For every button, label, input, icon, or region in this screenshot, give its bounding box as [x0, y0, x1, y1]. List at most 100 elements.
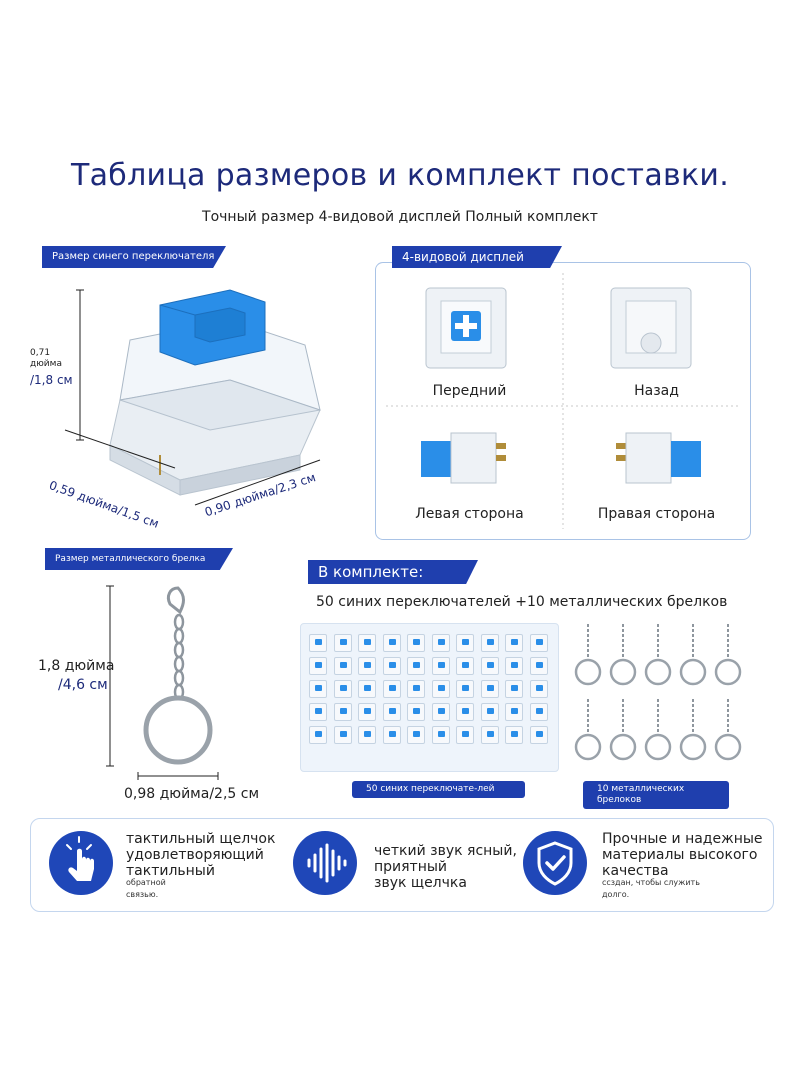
- feature-1-line-3: тактильный: [126, 863, 215, 879]
- tray-switch: [480, 703, 499, 721]
- height-label-cm: /1,8 см: [30, 373, 73, 387]
- tray-switch: [333, 657, 352, 675]
- tray-switch: [358, 703, 376, 721]
- keychain-set-10: [574, 624, 742, 761]
- feature-1-badge: [49, 831, 113, 895]
- tray-switch: [480, 634, 499, 652]
- feature-3-line-3: качества: [602, 863, 669, 879]
- features-strip: тактильный щелчок удовлетворяющий тактил…: [30, 818, 774, 912]
- feature-1-line-2: удовлетворяющий: [126, 847, 264, 863]
- back-view-image: [610, 287, 692, 369]
- tray-switch: [431, 634, 450, 652]
- tray-switch: [456, 680, 474, 698]
- tray-switch: [480, 726, 499, 744]
- tray-switch: [309, 703, 327, 721]
- tray-switch: [382, 634, 401, 652]
- keychain-item: [644, 624, 672, 686]
- tray-switch: [505, 680, 523, 698]
- view-front-label: Передний: [432, 383, 507, 399]
- page-title: Таблица размеров и комплект поставки.: [70, 158, 730, 193]
- tray-switch: [431, 726, 450, 744]
- tray-switch: [309, 634, 327, 652]
- keychain-item: [574, 699, 602, 761]
- tray-switch: [333, 680, 352, 698]
- tray-switch: [456, 703, 474, 721]
- feature-3-small-1: ссздан, чтобы служить: [602, 878, 700, 887]
- height-label-unit: дюйма: [30, 359, 62, 369]
- tray-switch: [309, 657, 327, 675]
- keychain-item: [609, 699, 637, 761]
- feature-2-line-2: приятный: [374, 859, 448, 875]
- metal-keychain-illustration: [106, 585, 219, 780]
- switch-size-tag: Размер синего переключателя: [42, 246, 226, 268]
- tray-switch: [480, 657, 499, 675]
- feature-1-line-1: тактильный щелчок: [126, 831, 276, 847]
- feature-3-badge: [523, 831, 587, 895]
- tray-switch: [431, 657, 450, 675]
- keychain-item: [679, 624, 707, 686]
- tray-switch: [456, 657, 474, 675]
- tray-switch: [505, 634, 523, 652]
- tray-switch: [505, 657, 523, 675]
- tray-switch: [407, 726, 425, 744]
- front-view-image: [425, 287, 507, 369]
- tray-switch: [407, 657, 425, 675]
- keychain-item: [714, 624, 742, 686]
- feature-3-line-2: материалы высокого: [602, 847, 758, 863]
- tray-switch: [456, 726, 474, 744]
- feature-3-line-1: Прочные и надежные: [602, 831, 763, 847]
- keychain-size-tag: Размер металлического брелка: [45, 548, 233, 570]
- hand-tap-icon: [66, 836, 94, 881]
- tray-switch: [529, 726, 548, 744]
- blue-switch-illustration: [64, 289, 321, 506]
- switch-tray-50: [300, 623, 559, 772]
- tray-switch: [529, 634, 548, 652]
- tray-switch: [333, 703, 352, 721]
- view-back-label: Назад: [634, 383, 679, 399]
- four-view-tag: 4-видовой дисплей: [392, 246, 562, 268]
- tray-switch: [382, 657, 401, 675]
- sound-wave-icon: [307, 843, 347, 883]
- tray-switch: [431, 703, 450, 721]
- tray-switch: [407, 634, 425, 652]
- tray-switch: [358, 634, 376, 652]
- tray-switch: [480, 680, 499, 698]
- height-label-top: 0,71: [30, 348, 51, 358]
- keychain-item: [679, 699, 707, 761]
- feature-2-badge: [293, 831, 357, 895]
- tray-switch: [529, 680, 548, 698]
- tray-switch: [529, 703, 548, 721]
- feature-2-line-1: четкий звук ясный,: [374, 843, 517, 859]
- panel-dividers: [386, 273, 740, 529]
- tray-switch: [407, 680, 425, 698]
- tray-switch: [358, 726, 376, 744]
- tray-switch: [529, 657, 548, 675]
- tray-switch: [333, 634, 352, 652]
- kit-description: 50 синих переключателей +10 металлически…: [316, 594, 728, 610]
- feature-2-line-3: звук щелчка: [374, 875, 467, 891]
- keychains-count-pill: 10 металлических брелоков: [583, 781, 729, 809]
- switches-count-pill: 50 синих переключате-лей: [352, 781, 525, 798]
- tray-switch: [309, 726, 327, 744]
- keychain-height-cm-label: /4,6 см: [58, 677, 108, 693]
- keychain-item: [574, 624, 602, 686]
- keychain-item: [644, 699, 672, 761]
- keychain-item: [609, 624, 637, 686]
- tray-switch: [431, 680, 450, 698]
- feature-1-small-1: обратной: [126, 878, 166, 887]
- keychain-height-label: 1,8 дюйма: [38, 658, 115, 674]
- right-side-view-image: [616, 432, 701, 484]
- tray-switch: [358, 680, 376, 698]
- tray-switch: [382, 703, 401, 721]
- tray-switch: [309, 680, 327, 698]
- view-right-label: Правая сторона: [597, 506, 716, 522]
- four-view-panel: Передний Назад Левая сторона Правая стор…: [375, 262, 751, 540]
- view-left-label: Левая сторона: [415, 506, 524, 522]
- feature-1-small-2: связью.: [126, 890, 159, 899]
- feature-3-small-2: долго.: [602, 890, 630, 899]
- keychain-item: [714, 699, 742, 761]
- tray-switch: [456, 634, 474, 652]
- tray-switch: [358, 657, 376, 675]
- page-subtitle: Точный размер 4-видовой дисплей Полный к…: [202, 209, 598, 225]
- tray-switch: [407, 703, 425, 721]
